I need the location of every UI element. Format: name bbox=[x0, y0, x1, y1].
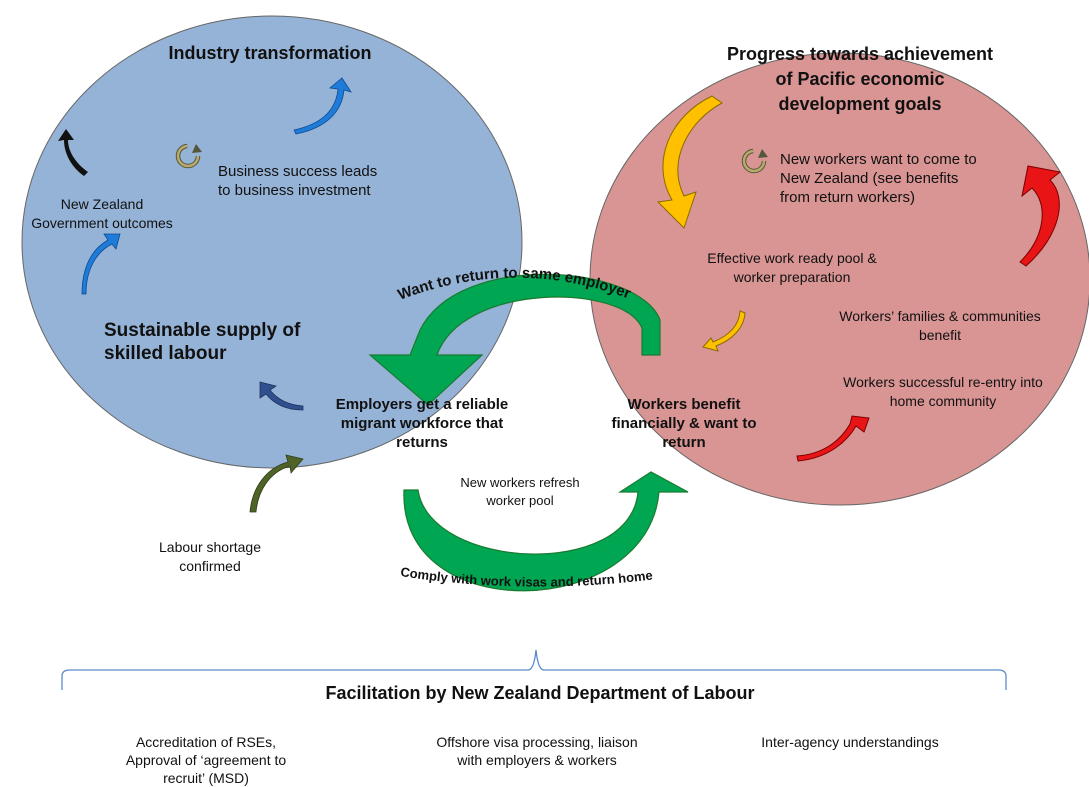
label: Industry transformation bbox=[168, 43, 372, 63]
olive-arrow bbox=[249, 454, 304, 513]
red-small-arrow bbox=[796, 415, 870, 462]
red-big-arrow bbox=[1019, 165, 1062, 267]
navy-arrow bbox=[259, 381, 304, 411]
yellow-big-arrow bbox=[656, 95, 723, 229]
facilitation-title: Facilitation by New Zealand Department o… bbox=[180, 682, 900, 704]
blue-arrow-upper bbox=[293, 77, 352, 135]
facilitation-item: Accreditation of RSEs,Approval of ‘agree… bbox=[94, 733, 318, 787]
cycle-icon bbox=[175, 143, 202, 169]
industry-transformation-title: Industry transformation bbox=[130, 42, 410, 64]
label: Inter-agency understandings bbox=[761, 734, 939, 750]
black-arrow bbox=[58, 129, 88, 176]
work-ready-pool-label: Effective work ready pool &worker prepar… bbox=[672, 249, 912, 287]
blue-arrow-lower bbox=[81, 233, 121, 295]
label: Effective work ready pool &worker prepar… bbox=[707, 250, 877, 285]
facilitation-item: Inter-agency understandings bbox=[740, 733, 960, 751]
cycle-icon bbox=[741, 148, 768, 174]
label: Accreditation of RSEs,Approval of ‘agree… bbox=[125, 734, 287, 786]
green-return-arrow bbox=[368, 273, 661, 406]
facilitation-brace bbox=[61, 649, 1007, 690]
label: Facilitation by New Zealand Department o… bbox=[325, 683, 755, 703]
yellow-small-arrow bbox=[702, 310, 746, 352]
green-refresh-arrow bbox=[403, 471, 689, 592]
